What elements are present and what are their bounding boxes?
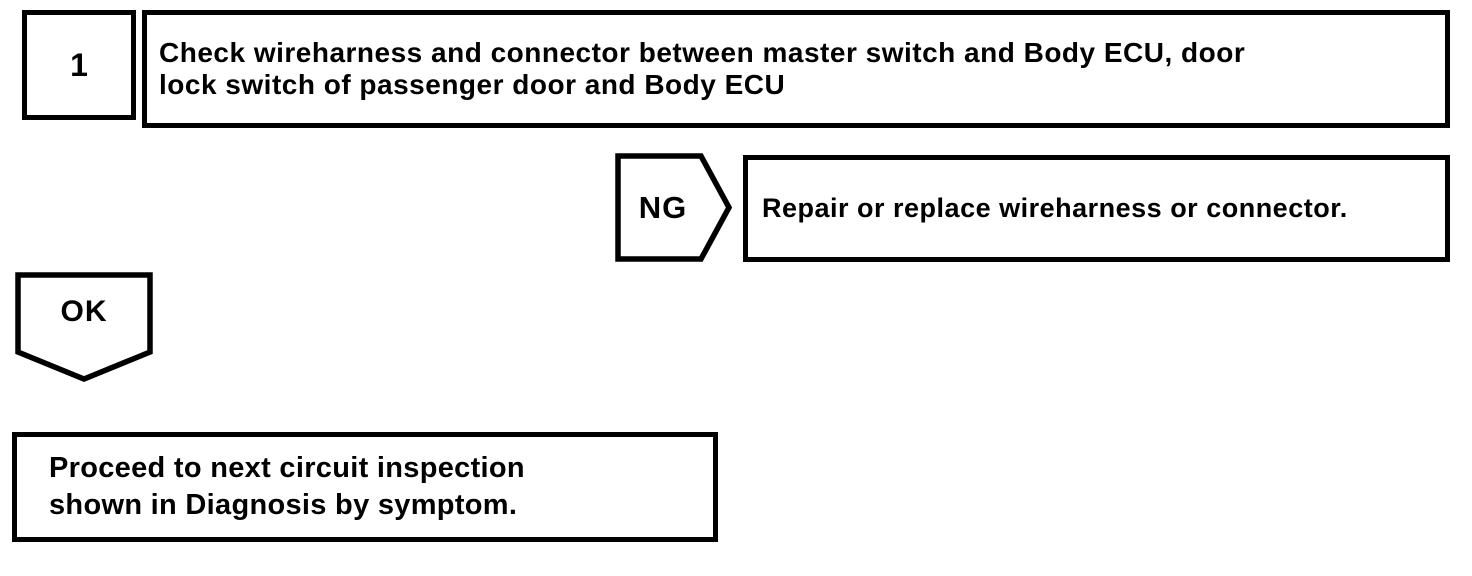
step-title-line-2: lock switch of passenger door and Body E… [159,69,786,100]
ok-label: OK [60,295,108,328]
step-number-box: 1 [22,10,136,120]
ok-action-box: Proceed to next circuit inspection shown… [12,432,718,542]
ok-pentagon-icon [15,272,153,382]
ng-pentagon-icon [615,153,732,262]
ng-action-text: Repair or replace wireharness or connect… [762,193,1348,223]
ng-action-box: Repair or replace wireharness or connect… [743,155,1450,262]
step-title-box: Check wireharness and connector between … [142,10,1450,128]
ng-label: NG [638,189,688,225]
ng-arrow-shape [615,153,732,262]
ok-action-line-2: shown in Diagnosis by symptom. [49,489,518,521]
step-title-line-1: Check wireharness and connector between … [159,37,1246,68]
ok-action-line-1: Proceed to next circuit inspection [49,452,525,484]
ok-arrow-shape [15,272,153,382]
step-number: 1 [70,46,88,83]
